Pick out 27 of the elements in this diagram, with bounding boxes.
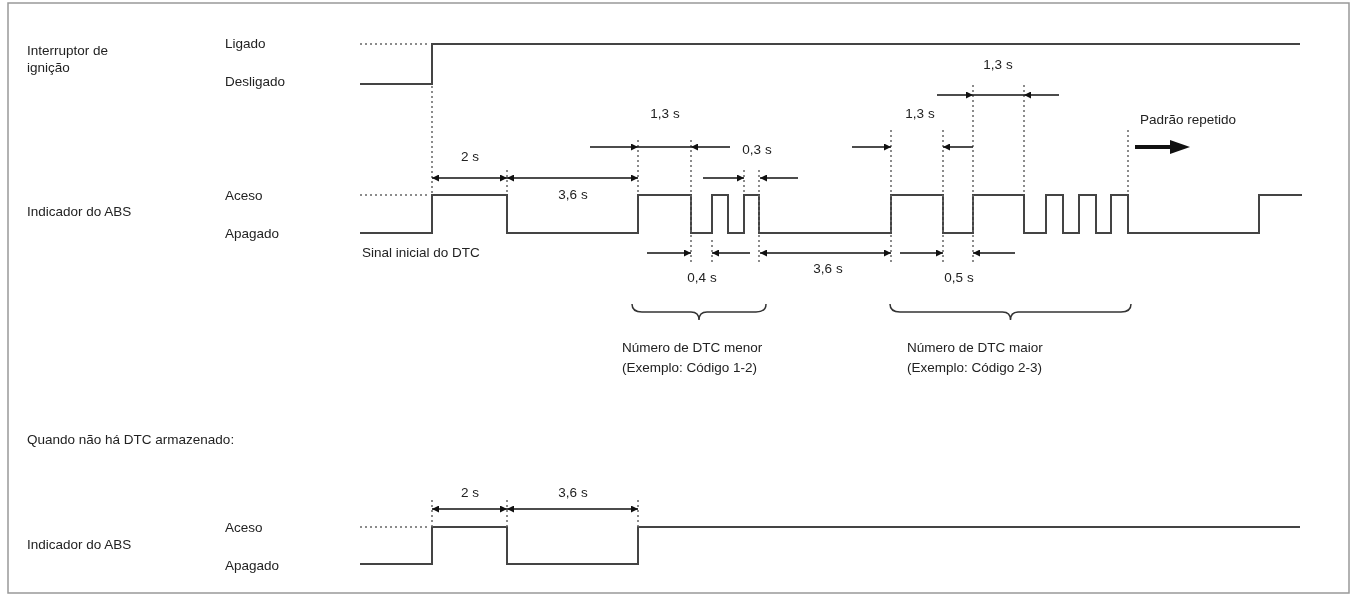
duration-label: 3,6 s — [813, 260, 843, 278]
signal-name: Indicador do ABS — [27, 203, 132, 221]
duration-label: 0,5 s — [944, 269, 974, 287]
group-caption: Número de DTC menor — [622, 339, 763, 357]
state-label: Ligado — [225, 35, 266, 53]
duration-label: 0,4 s — [687, 269, 717, 287]
duration-label: 2 s — [461, 484, 479, 502]
duration-label: 0,3 s — [742, 141, 772, 159]
state-label: Apagado — [225, 557, 280, 575]
group-caption: (Exemplo: Código 1-2) — [622, 359, 758, 377]
duration-label: 1,3 s — [650, 105, 680, 123]
note-text: Padrão repetido — [1140, 111, 1237, 129]
state-label: Desligado — [225, 73, 286, 91]
duration-label: 1,3 s — [905, 105, 935, 123]
state-label: Aceso — [225, 187, 263, 205]
state-label: Aceso — [225, 519, 263, 537]
duration-label: 3,6 s — [558, 484, 588, 502]
duration-label: 1,3 s — [983, 56, 1013, 74]
section-heading: Quando não há DTC armazenado: — [27, 431, 235, 449]
group-caption: (Exemplo: Código 2-3) — [907, 359, 1043, 377]
signal-name: Interruptor de ignição — [27, 43, 110, 77]
duration-label: 3,6 s — [558, 186, 588, 204]
group-caption: Número de DTC maior — [907, 339, 1043, 357]
duration-label: 2 s — [461, 148, 479, 166]
annotation-text: Sinal inicial do DTC — [362, 244, 480, 262]
state-label: Apagado — [225, 225, 280, 243]
signal-name: Indicador do ABS — [27, 536, 132, 554]
